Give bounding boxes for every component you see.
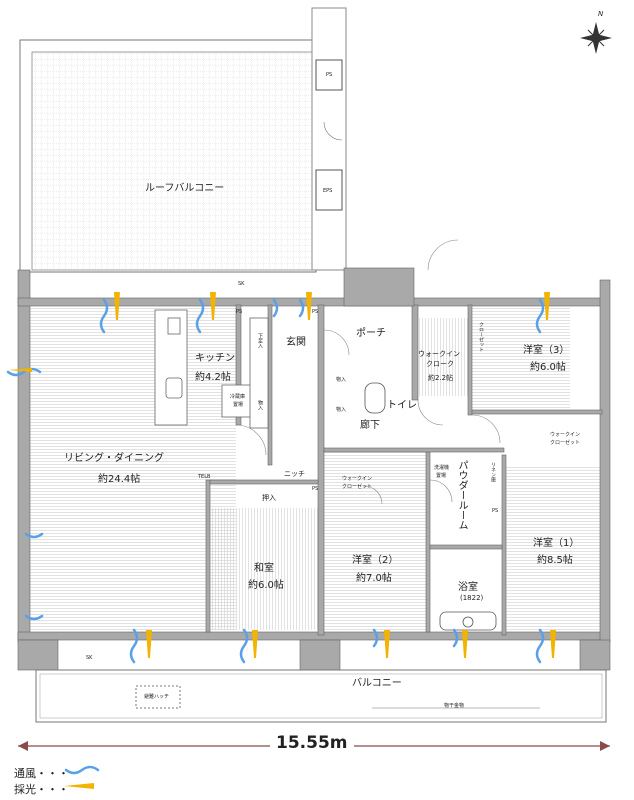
legend-wind: 通風・・・ [14, 767, 69, 780]
ventilation-markers [6, 298, 545, 775]
bathtub [439, 611, 497, 631]
room-bath-size: (1822) [460, 594, 484, 602]
label-storage-2: 物入 [336, 377, 347, 383]
room-bed1-size: 約8.5帖 [537, 555, 573, 566]
room-living-size: 約24.4帖 [98, 474, 141, 485]
daylight-markers [8, 292, 556, 789]
toilet-fixture [364, 382, 386, 414]
label-drying-rail: 物干金物 [444, 703, 465, 709]
room-linen: リネン庫 [490, 462, 496, 482]
kitchen-counter [154, 309, 269, 429]
overall-width-dimension: 15.55m [270, 733, 354, 753]
room-closet: クローゼット [478, 322, 484, 352]
room-balcony: バルコニー [352, 678, 402, 689]
balcony-area [35, 669, 607, 723]
north-compass-icon [580, 22, 612, 54]
room-wic1: ウォークイン [418, 350, 460, 358]
room-hall: 廊下 [360, 420, 380, 431]
room-washitsu-size: 約6.0帖 [248, 580, 284, 591]
label-ps-3: PS [312, 309, 319, 315]
room-wic1-size: 約2.2帖 [428, 374, 454, 382]
room-bed1: 洋室（1） [533, 538, 580, 549]
room-entrance: 玄関 [286, 337, 306, 348]
label-washer-space: 置場 [436, 473, 447, 479]
room-living: リビング・ダイニング [64, 453, 164, 464]
room-wic2: ウォークイン [342, 476, 373, 482]
room-wic2-b: クローゼット [342, 484, 373, 490]
north-letter: N [598, 10, 604, 18]
walls [17, 267, 611, 671]
room-washitsu: 和室 [254, 563, 274, 574]
label-ps-5: PS [492, 508, 499, 514]
room-bed2-size: 約7.0帖 [356, 573, 392, 584]
room-bed2: 洋室（2） [352, 555, 399, 566]
room-niche: ニッチ [284, 470, 305, 478]
room-porch: ポーチ [356, 328, 386, 339]
label-washer: 洗濯機 [434, 465, 450, 471]
label-sk-2: SK [86, 655, 93, 661]
room-oshiire: 押入 [262, 494, 276, 502]
room-kitchen: キッチン [195, 353, 235, 364]
room-toilet: トイレ [387, 400, 417, 411]
label-fridge-space: 置場 [233, 402, 244, 408]
room-kitchen-size: 約4.2帖 [195, 372, 231, 383]
label-storage-1: 物入 [257, 400, 263, 410]
room-bed3-size: 約6.0帖 [530, 362, 566, 373]
room-powder: パウダールーム [456, 460, 467, 530]
legend-light: 採光・・・ [14, 783, 69, 796]
label-fridge: 冷蔵庫 [230, 394, 246, 400]
room-roof-balcony: ルーフバルコニー [145, 183, 225, 194]
label-shoe-storage: 下足入 [257, 333, 263, 348]
floor-areas [28, 305, 605, 635]
room-wic3-b: クローゼット [550, 440, 581, 446]
label-sk-1: SK [238, 281, 245, 287]
label-ps-4: PS [312, 486, 319, 492]
room-bed3: 洋室（3） [523, 345, 570, 356]
label-ps-2: PS [236, 309, 243, 315]
label-escape-hatch: 避難ハッチ [144, 694, 170, 700]
door-swings [235, 239, 501, 505]
roof-balcony-area [19, 7, 347, 273]
room-wic3: ウォークイン [550, 432, 581, 438]
room-bath: 浴室 [458, 582, 478, 593]
label-telb: TELB [198, 474, 211, 480]
room-wic1-b: クローク [426, 360, 454, 368]
label-storage-3: 物入 [336, 407, 347, 413]
label-eps: EPS [323, 188, 333, 194]
label-ps-1: PS [326, 72, 333, 78]
